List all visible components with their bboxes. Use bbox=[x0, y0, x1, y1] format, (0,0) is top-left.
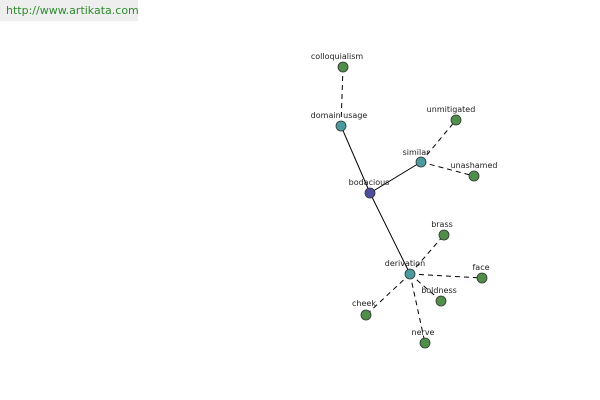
graph-nodes bbox=[335, 61, 488, 349]
label-unmitigated[interactable]: unmitigated bbox=[427, 105, 476, 114]
label-derivation[interactable]: derivation bbox=[385, 259, 425, 268]
edge-nerve bbox=[409, 273, 426, 344]
label-domain_usage[interactable]: domain usage bbox=[311, 111, 368, 120]
node-leaf-nerve[interactable] bbox=[419, 337, 431, 349]
edge-brass bbox=[409, 234, 445, 275]
edge-unmitigated bbox=[420, 119, 457, 163]
node-relation-derivation[interactable] bbox=[404, 268, 416, 280]
label-brass[interactable]: brass bbox=[431, 220, 453, 229]
graph-edges bbox=[340, 66, 483, 344]
node-leaf-boldness[interactable] bbox=[435, 295, 447, 307]
edge-cheek bbox=[365, 273, 411, 316]
node-relation-domain_usage[interactable] bbox=[335, 120, 347, 132]
node-leaf-colloquialism[interactable] bbox=[337, 61, 349, 73]
label-colloquialism[interactable]: colloquialism bbox=[311, 52, 364, 61]
edge-derivation bbox=[369, 192, 411, 275]
label-unashamed[interactable]: unashamed bbox=[451, 161, 498, 170]
label-boldness[interactable]: boldness bbox=[421, 286, 457, 295]
edge-face bbox=[409, 273, 483, 279]
edge-colloquialism bbox=[340, 66, 344, 127]
node-leaf-unmitigated[interactable] bbox=[450, 114, 462, 126]
node-relation-similar[interactable] bbox=[415, 156, 427, 168]
label-cheek[interactable]: cheek bbox=[352, 299, 376, 308]
node-leaf-face[interactable] bbox=[476, 272, 488, 284]
edge-similar bbox=[369, 161, 422, 194]
label-nerve[interactable]: nerve bbox=[412, 328, 435, 337]
source-link[interactable]: http://www.artikata.com bbox=[6, 4, 139, 17]
edge-unashamed bbox=[420, 161, 475, 177]
graph-labels: bodacious domain usage similar derivation co… bbox=[311, 52, 498, 337]
node-leaf-brass[interactable] bbox=[438, 229, 450, 241]
label-similar[interactable]: similar bbox=[403, 148, 431, 157]
source-bar: http://www.artikata.com bbox=[0, 0, 139, 21]
edge-boldness bbox=[409, 273, 442, 302]
node-leaf-unashamed[interactable] bbox=[468, 170, 480, 182]
label-bodacious[interactable]: bodacious bbox=[349, 178, 390, 187]
node-leaf-cheek[interactable] bbox=[360, 309, 372, 321]
edge-domain_usage bbox=[340, 125, 371, 194]
label-face[interactable]: face bbox=[472, 263, 489, 272]
node-center-bodacious[interactable] bbox=[364, 187, 376, 199]
